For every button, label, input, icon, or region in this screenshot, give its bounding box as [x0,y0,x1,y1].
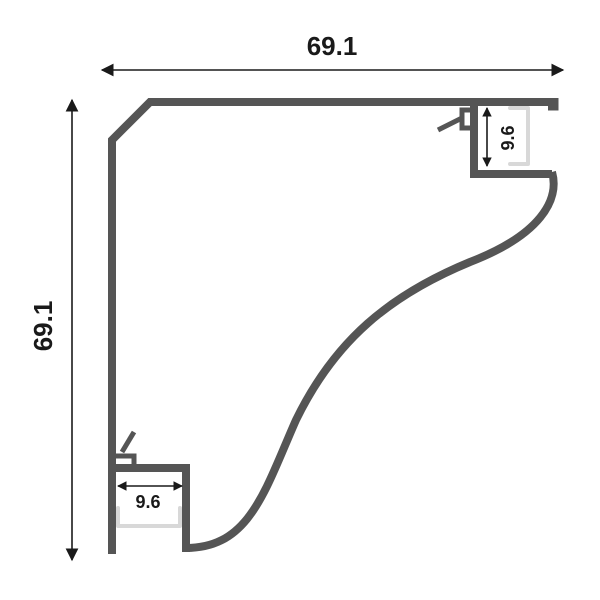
bottom-channel-dimension: 9.6 [117,481,183,512]
overall-width-dimension: 69.1 [100,31,565,77]
overall-height-label: 69.1 [28,301,58,352]
outer-wall [108,98,556,554]
corner-profile [108,98,559,554]
overall-height-dimension: 69.1 [28,98,79,562]
top-channel-barb [436,115,464,133]
overall-width-label: 69.1 [307,31,358,61]
curved-reflector [185,170,558,552]
bottom-diffuser [116,506,182,528]
bottom-channel-barb [119,430,137,454]
top-channel-dimension: 9.6 [482,107,518,167]
bottom-channel-clip [114,453,137,468]
bottom-channel-dim-label: 9.6 [135,492,160,512]
bottom-channel [114,464,190,552]
top-lip [548,98,559,111]
top-diffuser [508,106,530,166]
top-channel-dim-label: 9.6 [498,125,518,150]
